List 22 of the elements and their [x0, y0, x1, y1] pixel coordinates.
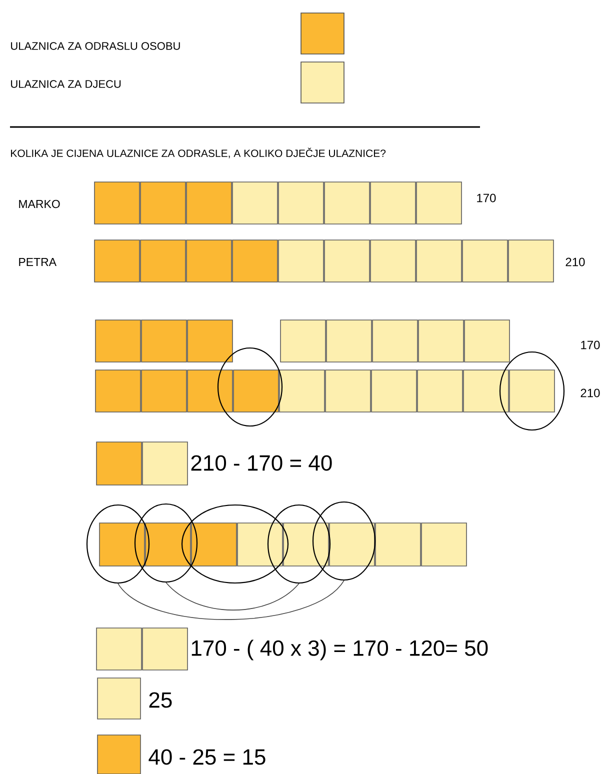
curved-line — [166, 582, 300, 610]
circled-mark — [267, 504, 331, 584]
legend-text: ULAZNICA ZA DJECU — [11, 80, 121, 88]
curved-line — [118, 580, 344, 620]
circled-mark — [217, 347, 283, 427]
number-label: 170 — [477, 194, 496, 202]
circled-mark — [181, 504, 289, 584]
number-label: 210 — [580, 388, 600, 398]
circled-mark — [86, 504, 150, 584]
question-text: KOLIKA JE CIJENA ULAZNICE ZA ODRASLE, A KOLIKO DJEČJE ULAZNICE? — [11, 148, 386, 158]
circled-mark — [312, 501, 376, 581]
legend-text: ULAZNICA ZA ODRASLU OSOBU — [11, 42, 180, 50]
equation-text: 170 - ( 40 x 3) = 170 - 120= 50 — [192, 640, 488, 660]
circled-mark — [134, 503, 198, 583]
equation-text: 40 - 25 = 15 — [148, 749, 266, 765]
number-label: 210 — [566, 258, 585, 266]
name-label: PETRA — [19, 258, 56, 266]
equation-text: 25 — [149, 692, 172, 708]
name-label: MARKO — [19, 200, 60, 208]
number-label: 170 — [581, 340, 600, 350]
circled-mark — [499, 351, 565, 431]
equation-text: 210 - 170 = 40 — [191, 455, 332, 471]
